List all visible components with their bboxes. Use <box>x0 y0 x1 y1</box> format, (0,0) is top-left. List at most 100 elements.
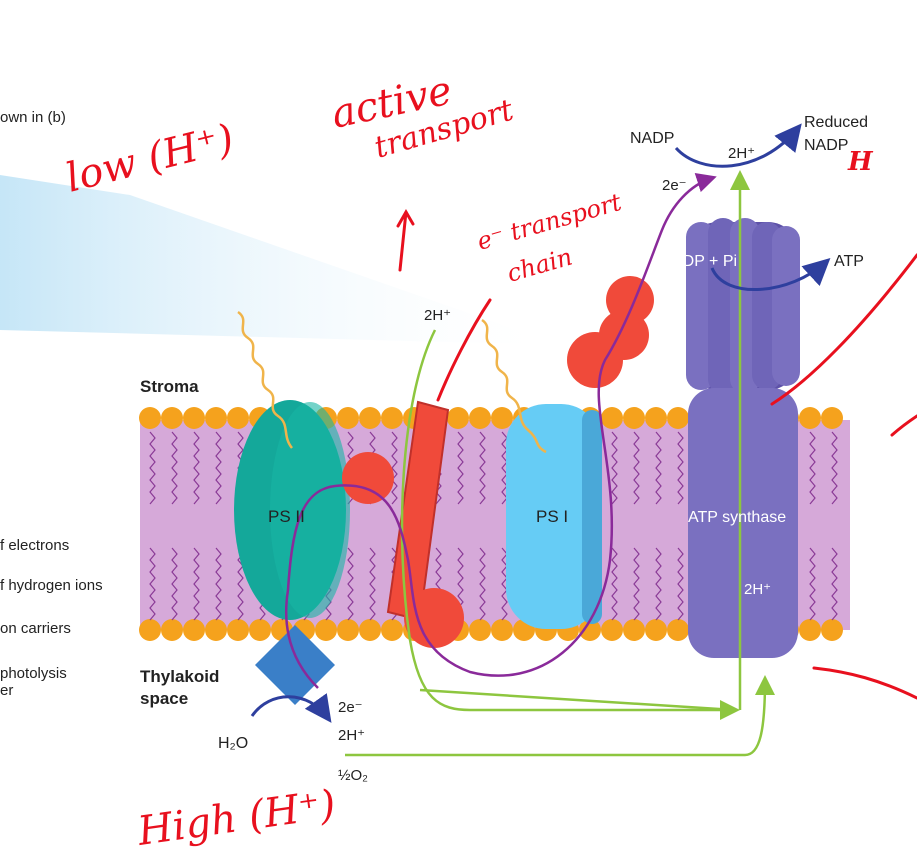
lipid-head <box>227 619 249 641</box>
ferredoxin-carriers <box>567 276 654 388</box>
reduced-label-2: NADP <box>804 137 848 154</box>
lipid-tail <box>171 547 178 621</box>
lipid-tail <box>237 547 244 621</box>
legend-shown-in: own in (b) <box>0 109 66 126</box>
ps2-label: PS II <box>268 507 305 526</box>
legend-water: er <box>0 682 13 699</box>
handwritten-chain: chain <box>504 243 575 288</box>
atp-synthase-label: ATP synthase <box>688 509 786 526</box>
lipid-head <box>381 407 403 429</box>
lipid-tail <box>149 431 156 505</box>
nadp-reduction-arrow <box>674 123 802 168</box>
two-h-synthase-label: 2H⁺ <box>744 581 771 598</box>
lipid-tail <box>479 431 486 505</box>
lipid-tail <box>501 547 508 621</box>
thylakoid-label-2: space <box>140 689 188 708</box>
lipid-head <box>491 619 513 641</box>
lipid-head <box>227 407 249 429</box>
lipid-head <box>447 407 469 429</box>
two-h-stroma-label: 2H⁺ <box>424 307 451 324</box>
lipid-head <box>579 619 601 641</box>
atp-synthase-stalk <box>688 388 798 658</box>
light-wave-ps2 <box>237 310 294 449</box>
atp-synthase-complex <box>686 218 800 658</box>
handwritten-strokes <box>396 209 917 700</box>
lipid-head <box>799 407 821 429</box>
two-e-top-label: 2e⁻ <box>662 177 687 194</box>
lipid-head <box>601 619 623 641</box>
lipid-tail <box>457 431 464 505</box>
lipid-tail <box>831 547 838 621</box>
atp-label: ATP <box>834 253 864 270</box>
stroma-label: Stroma <box>140 377 199 396</box>
water-split-arrow <box>250 693 332 723</box>
lipid-tail <box>677 547 684 621</box>
lipid-tail <box>479 547 486 621</box>
light-wave-ps1 <box>481 318 547 454</box>
lipid-tail <box>633 431 640 505</box>
lipid-head <box>183 619 205 641</box>
lipid-head <box>139 407 161 429</box>
lipid-tail <box>831 431 838 505</box>
lipid-head <box>491 407 513 429</box>
lipid-head <box>161 407 183 429</box>
lipid-head <box>359 619 381 641</box>
lipid-head <box>821 407 843 429</box>
lipid-head <box>337 407 359 429</box>
lipid-tail <box>677 431 684 505</box>
atp-formation-arrow <box>710 257 831 292</box>
adp-pi-label: ADP + Pi <box>672 253 737 270</box>
lipid-tail <box>611 547 618 621</box>
lipid-head <box>645 407 667 429</box>
lipid-head <box>623 619 645 641</box>
zoom-beam <box>0 175 560 345</box>
lipid-head <box>205 407 227 429</box>
legend-photolysis: photolysis <box>0 665 67 682</box>
lipid-head <box>601 407 623 429</box>
lipid-tail <box>193 431 200 505</box>
lipid-head <box>623 407 645 429</box>
lipid-tail <box>655 547 662 621</box>
lipid-head <box>645 619 667 641</box>
lipid-tail <box>171 431 178 505</box>
legend-electrons: f electrons <box>0 537 69 554</box>
lipid-head <box>183 407 205 429</box>
lipid-head <box>205 619 227 641</box>
two-h-top-label: 2H⁺ <box>728 145 755 162</box>
lipid-head <box>667 407 689 429</box>
two-h-bottom-label: 2H⁺ <box>338 727 365 744</box>
lipid-tail <box>215 431 222 505</box>
handwritten-e-transport: e⁻ transport <box>474 188 625 256</box>
lipid-tail <box>215 547 222 621</box>
ps1-complex <box>506 404 601 629</box>
lipid-head <box>667 619 689 641</box>
proton-paths <box>345 170 775 757</box>
half-o2-label: ½O₂ <box>338 767 368 784</box>
lipid-head <box>315 619 337 641</box>
lipid-head <box>161 619 183 641</box>
lipid-head <box>249 619 271 641</box>
lipid-tail <box>347 547 354 621</box>
ps1-label: PS I <box>536 507 568 526</box>
electron-paths <box>284 173 717 689</box>
water-label: H₂O <box>218 735 248 752</box>
lipid-head <box>799 619 821 641</box>
lipid-tail <box>501 431 508 505</box>
legend-hydrogen-ions: f hydrogen ions <box>0 577 103 594</box>
electron-carrier-chain <box>342 400 464 648</box>
lipid-head <box>139 619 161 641</box>
lipid-head <box>821 619 843 641</box>
lipid-tail <box>369 547 376 621</box>
lipid-tail <box>809 547 816 621</box>
nadp-label: NADP <box>630 130 674 147</box>
lipid-head <box>469 619 491 641</box>
handwritten-h: H <box>847 147 874 177</box>
lipid-tail <box>193 547 200 621</box>
reduced-label-1: Reduced <box>804 114 868 131</box>
lipid-tail <box>655 431 662 505</box>
lipid-tail <box>149 547 156 621</box>
lipid-head <box>337 619 359 641</box>
handwritten-low: low (H⁺) <box>61 116 238 202</box>
